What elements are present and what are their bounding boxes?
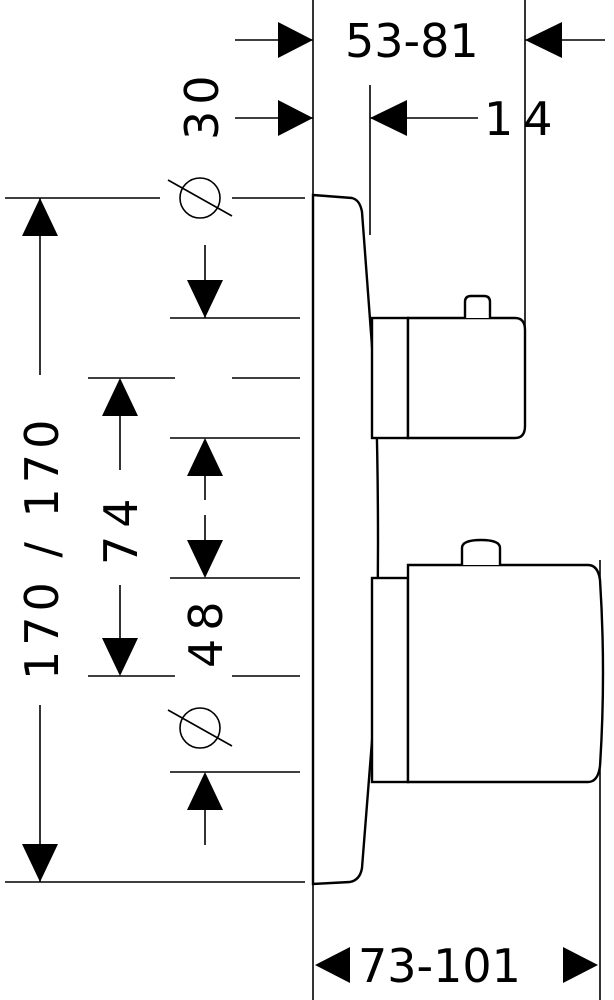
dimension-73-101: 73-101	[315, 939, 598, 993]
diameter-icon	[167, 707, 233, 749]
svg-text:170 / 170: 170 / 170	[15, 415, 69, 680]
svg-text:73-101: 73-101	[358, 939, 521, 993]
dimension-48: 48	[170, 245, 300, 845]
diameter-icon	[167, 177, 233, 219]
dimension-53-81: 53-81	[235, 14, 605, 68]
cover-plate	[311, 193, 380, 886]
diverter-handle	[370, 294, 527, 440]
dimension-170: 170 / 170	[5, 197, 305, 883]
svg-text:74: 74	[94, 490, 148, 565]
thermostat-handle	[370, 538, 605, 784]
svg-text:14: 14	[484, 92, 563, 146]
svg-text:48: 48	[179, 593, 233, 668]
svg-text:30: 30	[175, 69, 229, 140]
dimension-74: 74	[88, 377, 300, 677]
dimension-30-14: 14 30	[175, 69, 563, 146]
svg-text:53-81: 53-81	[345, 14, 479, 68]
